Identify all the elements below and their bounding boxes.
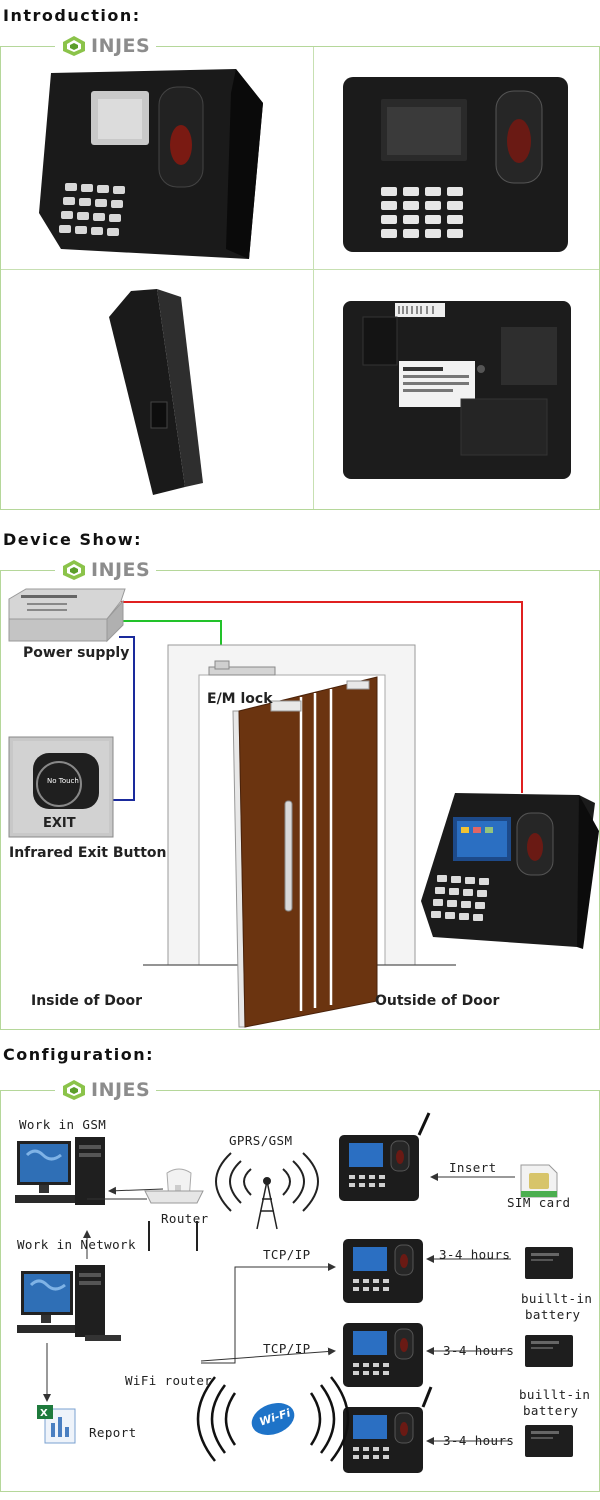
label-report: Report (89, 1425, 137, 1440)
power-supply-box (8, 588, 126, 643)
network-computer (17, 1265, 121, 1341)
label-battery-1-line2: battery (525, 1307, 581, 1322)
label-battery-2-line1: buillt-in (519, 1387, 591, 1402)
gsm-terminal (339, 1112, 431, 1201)
label-infrared-exit-button: Infrared Exit Button (9, 845, 167, 861)
svg-text:X: X (40, 1408, 48, 1419)
introduction-panel: INJES (0, 33, 600, 510)
label-tcpip-1: TCP/IP (263, 1247, 311, 1262)
label-insert: Insert (449, 1160, 497, 1175)
label-em-lock: E/M lock (207, 691, 273, 707)
em-lock (208, 660, 276, 676)
label-sim-card: SIM card (507, 1195, 571, 1210)
label-battery-2-line2: battery (523, 1403, 579, 1418)
brand-logo: INJES (55, 1077, 157, 1103)
section-title-configuration: Configuration: (3, 1045, 155, 1064)
device-show-panel: INJES (0, 557, 600, 1030)
brand-logo-icon (63, 560, 85, 580)
configuration-panel: INJES (0, 1077, 600, 1492)
brand-logo: INJES (55, 33, 157, 59)
section-title-device-show: Device Show: (3, 530, 143, 549)
open-door (232, 676, 378, 1028)
outside-terminal (421, 793, 599, 949)
label-hours-3: 3-4 hours (443, 1433, 515, 1448)
label-inside-of-door: Inside of Door (31, 993, 143, 1009)
section-title-introduction: Introduction: (3, 6, 141, 25)
brand-logo-icon (63, 1080, 85, 1100)
label-gprs-gsm: GPRS/GSM (229, 1133, 293, 1148)
red-wire (121, 601, 523, 793)
wifi-badge (196, 1376, 350, 1462)
network-terminal-2 (343, 1323, 423, 1387)
terminal-front-photo (343, 77, 568, 252)
exit-button-face-text: No Touch (47, 777, 79, 785)
label-router: Router (161, 1211, 209, 1226)
label-hours-1: 3-4 hours (439, 1247, 511, 1262)
network-terminal-1 (343, 1239, 423, 1303)
blue-wire (111, 636, 135, 801)
label-work-in-gsm: Work in GSM (19, 1117, 107, 1132)
sim-card (520, 1164, 558, 1198)
label-power-supply: Power supply (23, 645, 130, 661)
label-tcpip-2: TCP/IP (263, 1341, 311, 1356)
brand-logo: INJES (55, 557, 157, 583)
wifi-router (144, 1190, 204, 1251)
label-outside-of-door: Outside of Door (375, 993, 500, 1009)
excel-report-icon: X (37, 1405, 76, 1444)
battery-1 (525, 1247, 573, 1279)
gsm-computer (15, 1137, 105, 1205)
wifi-terminal (343, 1386, 433, 1473)
exit-plate-text: EXIT (43, 816, 76, 831)
configuration-diagram: X (15, 1112, 573, 1473)
battery-2 (525, 1335, 573, 1367)
terminal-angled-photo (39, 69, 263, 259)
label-work-in-network: Work in Network (17, 1237, 136, 1252)
gprs-tower (215, 1152, 319, 1230)
label-wifi-router: WiFi router (125, 1373, 213, 1388)
battery-3 (525, 1425, 573, 1457)
label-hours-2: 3-4 hours (443, 1343, 515, 1358)
brand-logo-icon (63, 36, 85, 56)
terminal-back-photo (343, 301, 571, 479)
exit-button-plate (8, 736, 114, 838)
terminal-side-photo (109, 289, 203, 495)
brand-name: INJES (91, 35, 151, 57)
door-wiring-diagram (8, 588, 599, 1028)
label-battery-1-line1: buillt-in (521, 1291, 593, 1306)
